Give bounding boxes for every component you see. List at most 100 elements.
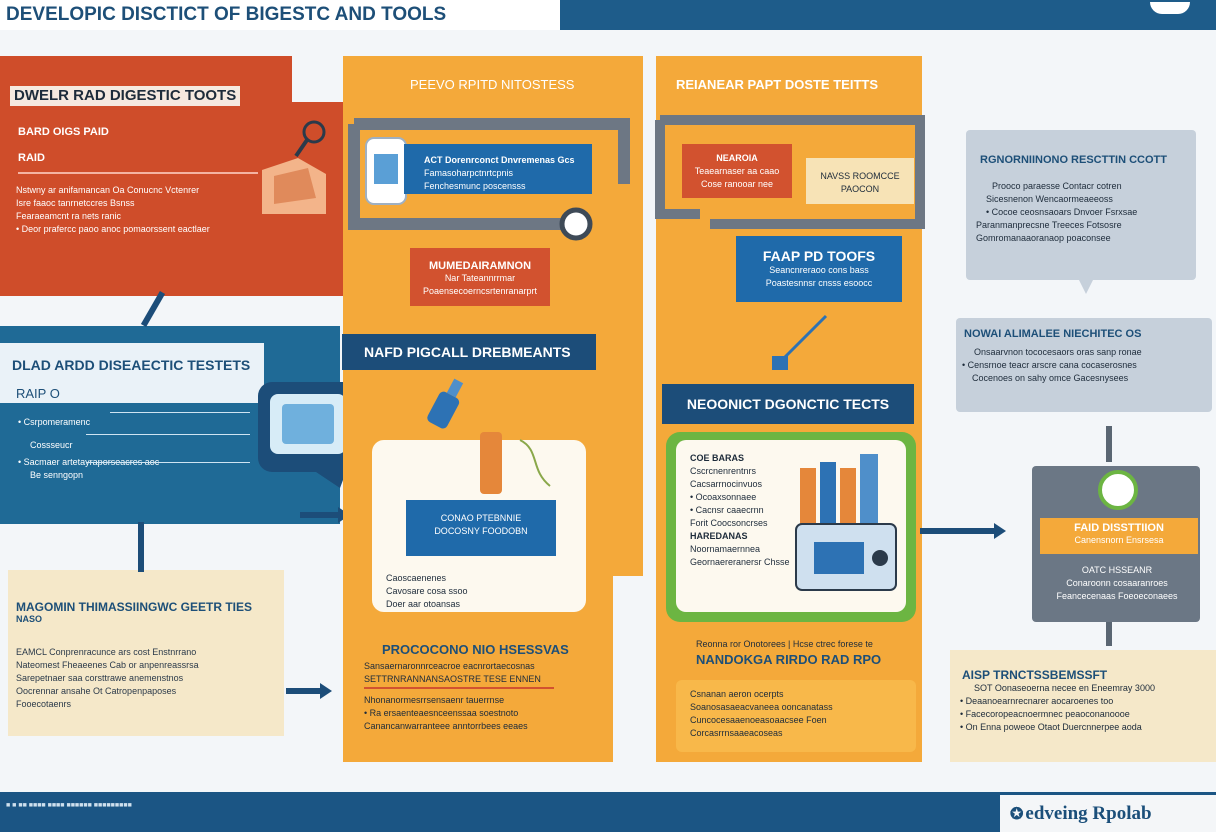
box-line: Cose ranooar nee: [700, 179, 774, 189]
list-item: OATC HSSEANR: [1081, 565, 1153, 575]
lab-card-label: CONAO PTEBNNIE DOCOSNY FOODOBN: [406, 500, 556, 556]
section-banner: NEOONICT DGONCTIC TECTS: [662, 384, 914, 424]
page-title: DEVELOPIC DISCTICT OF BIGESTC AND TOOLS: [0, 0, 560, 30]
assessment-list: SOT Oonaseoerna necee en Eneemray 3000 D…: [960, 682, 1155, 734]
magnifier-icon: [262, 120, 326, 214]
list-item: Doer aar otoansas: [386, 599, 461, 609]
box-line: Nar Tateannrrmar: [444, 273, 516, 283]
arrow-right-icon: [920, 523, 1006, 539]
list-item: EAMCL Conprenracunce ars cost Enstnrrano: [16, 647, 197, 657]
box-line: CONAO PTEBNNIE: [440, 513, 522, 523]
pipe-connector: [348, 118, 630, 241]
divider: [364, 687, 554, 689]
list-item: Nhonanormesrrsensaenr tauerrnse: [364, 695, 505, 705]
tools-box: FAAP PD TOOFS Seancnreraoo cons bass Poa…: [736, 236, 902, 302]
sample-box: NEAROIA Teaearnaser aa caao Cose ranooar…: [682, 144, 792, 198]
arrow-right-icon: [300, 507, 350, 523]
list-item: Cavosare cosa ssoo: [386, 586, 468, 596]
rapid-tools-list: Nstwny ar anifamancan Oa Conucnc Vctenre…: [16, 184, 210, 236]
box-title: MUMEDAIRAMNON: [428, 260, 532, 272]
box-line: Poastesnnsr cnsss esoocc: [765, 278, 873, 288]
point-of-care-title: PEEVO RPITD NITOSTESS: [410, 77, 575, 92]
divider: [86, 462, 250, 463]
list-item: COE BARAS: [690, 453, 745, 463]
processing-title: PROCOCONO NIO HSESSVAS: [382, 642, 569, 657]
reference-bubble: [966, 130, 1196, 280]
monitoring-title: MAGOMIN THIMASSIINGWC GEETR TIES: [16, 600, 252, 614]
list-item: Facecoropeacnoermnec peaoconanoooe: [960, 708, 1155, 721]
list-item: Censrnoe teacr arscre cana cocaserosnes: [962, 359, 1142, 372]
list-item: Canancanwarranteee anntorrbees eeaes: [364, 721, 528, 731]
list-item: Fearaeamcnt ra nets ranic: [16, 211, 122, 221]
connector-line: [1106, 622, 1112, 646]
results-caption: Reonna ror Onotorees | Hcse ctrec forese…: [696, 639, 873, 649]
box-title: ACT Dorenrconct Dnvremenas Gcs: [424, 155, 575, 165]
divider: [18, 172, 258, 174]
list-item: Nateomest Fheaeenes Cab or anpenreassrsa: [16, 660, 199, 670]
list-item: On Enna poweoe Otaot Duercnnerpee aoda: [960, 721, 1155, 734]
header-decoration: [1150, 2, 1190, 14]
list-item: Noornamaernnea: [690, 544, 761, 554]
lab-card-list: Caoscaenenes Cavosare cosa ssoo Doer aar…: [386, 572, 468, 611]
list-item: Cacsarrnocinvuos: [690, 479, 763, 489]
analyzer-machine-icon: [795, 454, 897, 591]
monitoring-subtitle: NASO: [16, 614, 43, 624]
list-item: Cuncocesaaenoeasoaacsee Foen: [690, 715, 827, 725]
rapid-tests-list: Csrpomeramenc Cossseucr Sacmaer artetayr…: [18, 416, 160, 482]
swirl-icon: ✪: [1010, 806, 1024, 823]
list-item: Corcasrrnsaaeacoseas: [690, 728, 783, 738]
divider: [110, 412, 250, 413]
monitoring-list: EAMCL Conprenracunce ars cost Enstnrrano…: [16, 646, 199, 711]
list-item: Gomromanaaoranaop poaconsee: [976, 233, 1111, 243]
list-item: Feancecenaas Foeoeconaees: [1056, 591, 1178, 601]
list-item: Isre faaoc tanrnetccres Bsnss: [16, 198, 135, 208]
molecular-list: Onsaarvnon tococesaors oras sanp ronae C…: [962, 346, 1142, 385]
list-item: HAREDANAS: [690, 531, 748, 541]
probe-icon: [772, 314, 828, 370]
box-title: NEAROIA: [716, 153, 758, 163]
rapid-tests-subtitle: RAIP O: [16, 386, 60, 401]
pipe-connector: [655, 115, 925, 229]
box-line: DOCOSNY FOODOBN: [434, 526, 528, 536]
device-info-box: ACT Dorenrconct Dnvremenas Gcs Famasohar…: [404, 144, 592, 194]
syringe-icon: [427, 378, 464, 429]
laboratory-title: REIANEAR PAPT DOSTE TEITTS: [676, 77, 878, 92]
divider: [86, 434, 250, 435]
list-item: Forit Coocsoncrses: [690, 518, 768, 528]
box-line: Teaearnaser aa caao: [694, 166, 780, 176]
list-item: Geornaereranersr Chsse: [690, 557, 790, 567]
box-line: PAOCON: [840, 184, 880, 194]
list-item: Paranmanprecsne Treeces Fotsosre: [976, 220, 1122, 230]
distribution-label: FAID DISSTTIION Canensnorn Ensrsesa: [1040, 518, 1198, 554]
assessment-title: AISP TRNCTSSBEMSSFT: [962, 668, 1108, 682]
test-kit-icon: [258, 382, 358, 488]
rapid-tools-subtitle: BARD OIGS PAID: [18, 126, 109, 138]
box-title: FAID DISSTTIION: [1074, 522, 1164, 534]
box-line: Seancnreraoo cons bass: [769, 265, 869, 275]
list-item: Caoscaenenes: [386, 573, 447, 583]
brand-name: edveing Rpolab: [1025, 803, 1152, 824]
medication-box: MUMEDAIRAMNON Nar Tateannrrmar Poaenseco…: [410, 248, 550, 306]
list-item: Prooco paraesse Contacr cotren: [992, 181, 1122, 191]
results-list: Csnanan aeron ocerpts Soanosasaeacvaneea…: [690, 688, 833, 740]
test-tube-icon: [480, 432, 551, 494]
list-item: Cossseucr: [30, 440, 73, 450]
list-item: Onsaarvnon tococesaors oras sanp ronae: [974, 347, 1142, 357]
monitoring-panel: [8, 570, 284, 736]
reference-list: Prooco paraesse Contacr cotren Sicesneno…: [976, 180, 1137, 245]
connector-line: [140, 291, 166, 327]
brand-logo: ✪edveing Rpolab: [1000, 795, 1216, 832]
list-item: Ra ersaenteaesnceenssaa soestnoto: [364, 707, 541, 720]
list-item: Sarepetnaer saa corsttrawe anemenstnos: [16, 673, 184, 683]
list-item: Cocoe ceosnsaoars Dnvoer Fsrxsae: [976, 206, 1138, 219]
reference-title: RGNORNIINONO RESCTTIN CCOTT: [980, 154, 1167, 166]
list-item: Cacnsr caaecrnn: [690, 504, 790, 517]
note-box: NAVSS ROOMCCE PAOCON: [806, 158, 914, 204]
results-title: NANDOKGA RIRDO RAD RPO: [696, 652, 882, 667]
list-item: Deor prafercc paoo anoc pomaorssent eact…: [16, 223, 210, 236]
check-icon: [1098, 470, 1138, 510]
footer-text: ■ ■ ■■ ■■■■ ■■■■ ■■■■■■ ■■■■■■■■■: [6, 802, 132, 809]
molecular-title: NOWAI ALIMALEE NIECHITEC OS: [964, 328, 1142, 340]
box-line: Fenchesmunc poscensss: [424, 181, 526, 191]
box-line: Canensnorn Ensrsesa: [1074, 535, 1164, 545]
